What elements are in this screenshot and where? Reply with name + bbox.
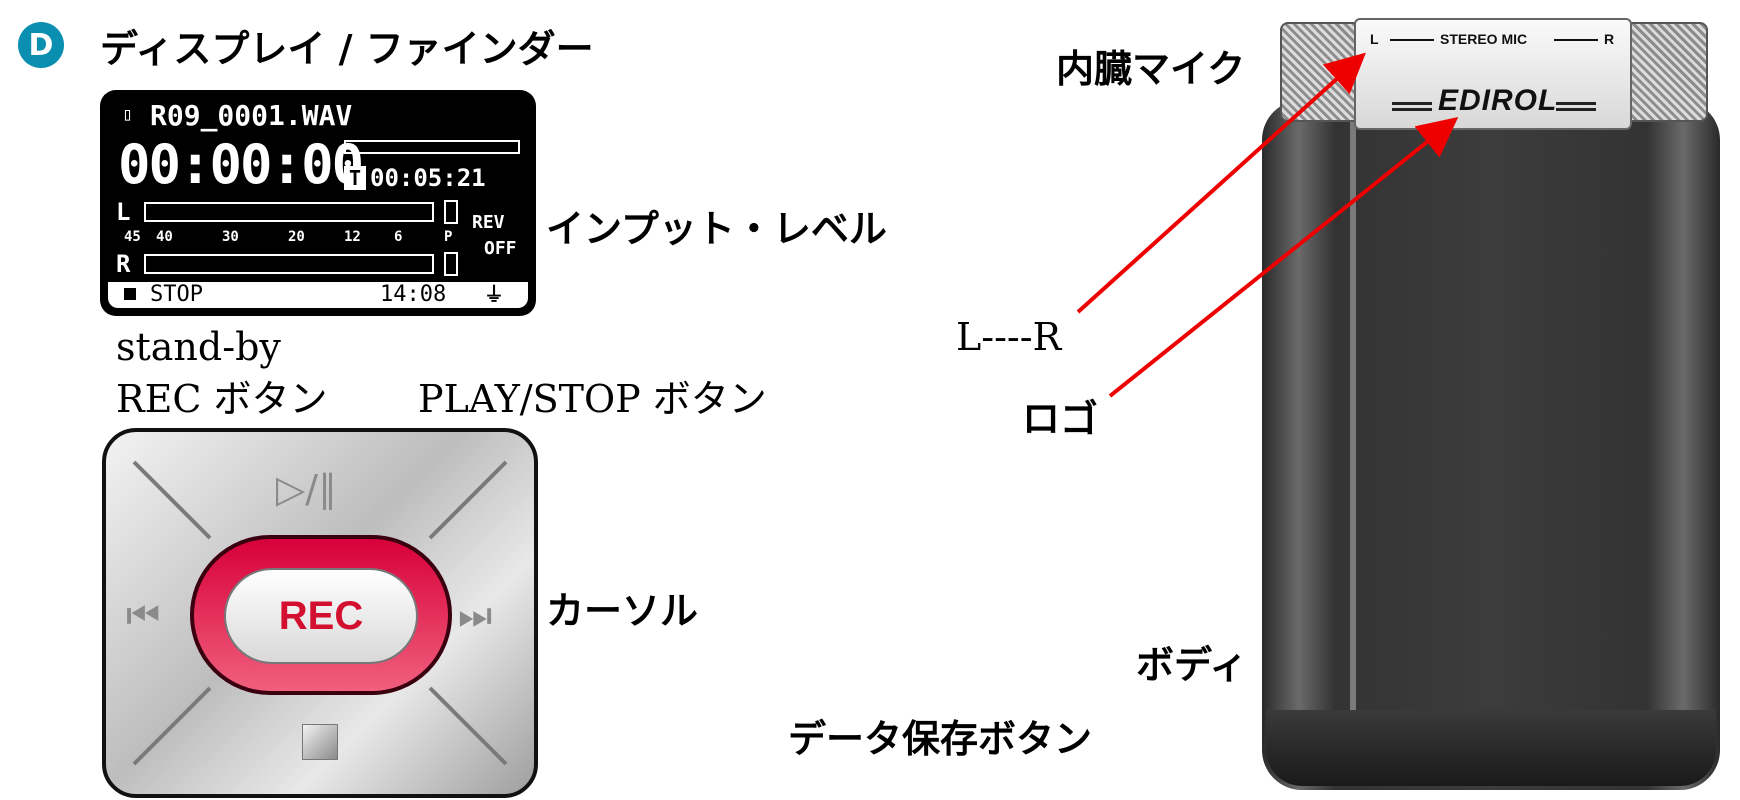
lcd-filename: R09_0001.WAV [150, 99, 353, 132]
lcd-remaining-marker: T [344, 166, 366, 190]
standby-label: stand-by [116, 325, 281, 369]
peak-indicator-r [444, 252, 458, 276]
input-level-label: インプット・レベル [546, 206, 887, 251]
stop-icon[interactable] [302, 724, 338, 760]
arrow-logo [1108, 116, 1459, 398]
brand-logo: EDIROL [1438, 84, 1558, 117]
arrow-lr [1076, 52, 1366, 314]
scale-12: 12 [344, 229, 361, 245]
play-stop-button-label: PLAY/STOP ボタン [418, 377, 767, 421]
data-save-button-area[interactable] [1266, 710, 1716, 786]
logo-bar-right [1556, 102, 1596, 105]
skip-forward-icon[interactable]: ⏭ [458, 593, 493, 637]
mic-left-marker: L [1370, 31, 1379, 47]
scale-20: 20 [288, 229, 305, 245]
mic-right-marker: R [1604, 31, 1615, 47]
section-badge: D [18, 22, 64, 68]
rec-button-label: REC ボタン [116, 377, 328, 421]
play-pause-icon[interactable]: ▷/∥ [276, 467, 338, 511]
internal-mic-label: 内臓マイク [1056, 46, 1246, 91]
level-meter-r [144, 254, 434, 274]
lcd-status-text: STOP [150, 282, 203, 307]
mic-right-line [1554, 39, 1598, 41]
scale-40: 40 [156, 229, 173, 245]
lcd-elapsed-time: 00:00:00 [118, 133, 364, 196]
logo-label: ロゴ [1022, 396, 1099, 441]
stop-status-icon [124, 288, 136, 300]
cursor-label: カーソル [546, 588, 699, 633]
logo-bar-right-2 [1556, 108, 1596, 111]
skip-back-icon[interactable]: ⏮ [126, 593, 161, 637]
lr-label: L----R [956, 315, 1062, 359]
mic-cap [1354, 18, 1632, 130]
lcd-progress-bar [344, 140, 520, 154]
logo-bar-left-2 [1392, 108, 1432, 111]
lcd-status-bar [108, 282, 528, 308]
data-save-button-label: データ保存ボタン [788, 716, 1093, 761]
mic-title: STEREO MIC [1440, 31, 1528, 47]
lcd-clock: 14:08 [380, 282, 447, 307]
scale-45: 45 [124, 229, 141, 245]
power-plug-icon: ⏚ [484, 282, 504, 306]
lcd-channel-l: L [116, 198, 131, 226]
lcd-channel-r: R [116, 250, 131, 278]
body-highlight [1350, 110, 1356, 710]
scale-peak: P [444, 229, 453, 245]
peak-indicator-l [444, 200, 458, 224]
body-label: ボディ [1136, 642, 1248, 687]
lcd-rev-value: OFF [484, 238, 517, 259]
display-label: ディスプレイ / ファインダー [100, 26, 594, 71]
lcd-remaining-time: 00:05:21 [370, 164, 486, 192]
level-meter-l [144, 202, 434, 222]
rec-button[interactable]: REC [224, 568, 418, 664]
lcd-rev-label: REV [472, 212, 505, 233]
logo-bar-left [1392, 102, 1432, 105]
mic-left-line [1390, 39, 1434, 41]
scale-6: 6 [394, 229, 403, 245]
sd-card-icon: ▯ [122, 104, 133, 125]
scale-30: 30 [222, 229, 239, 245]
